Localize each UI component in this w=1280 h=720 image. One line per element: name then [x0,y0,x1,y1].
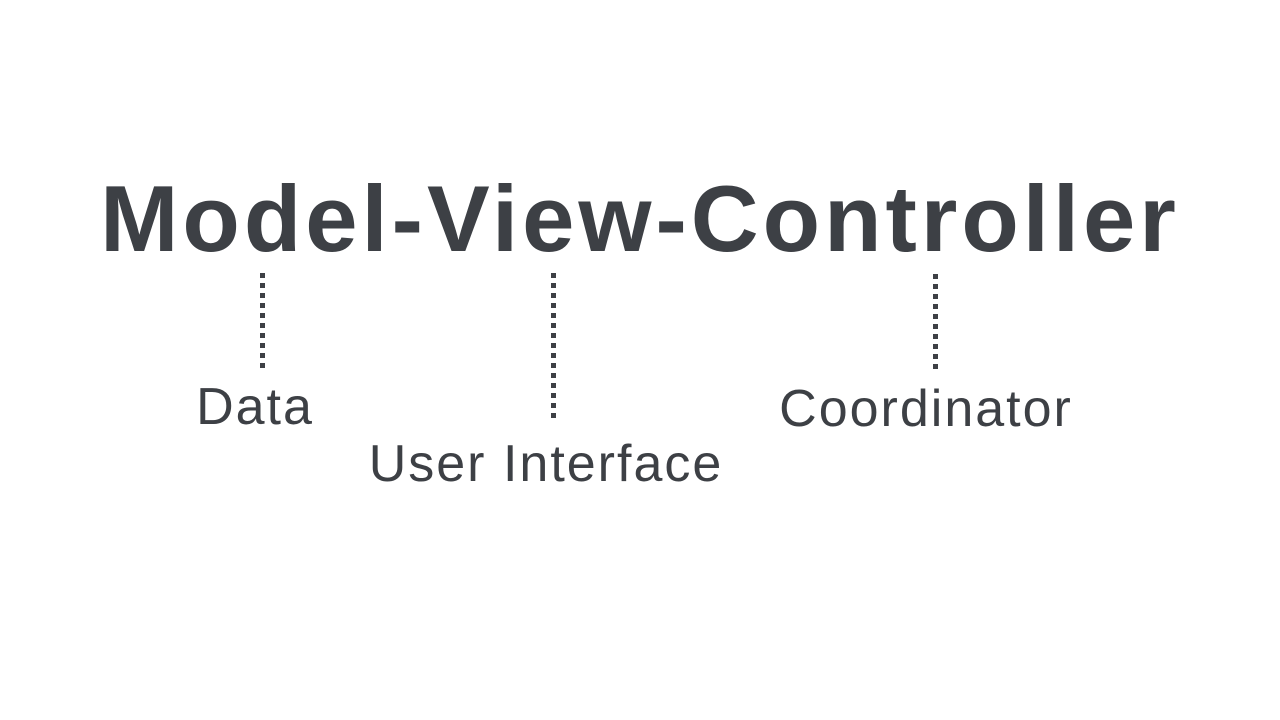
page-title: Model-View-Controller [100,166,1180,271]
label-view-user-interface: User Interface [368,435,724,493]
dotted-connector-model [260,273,265,369]
label-controller-coordinator: Coordinator [779,380,1073,438]
dotted-connector-controller [933,274,938,369]
dotted-connector-view [551,273,556,418]
label-model-data: Data [196,378,314,436]
